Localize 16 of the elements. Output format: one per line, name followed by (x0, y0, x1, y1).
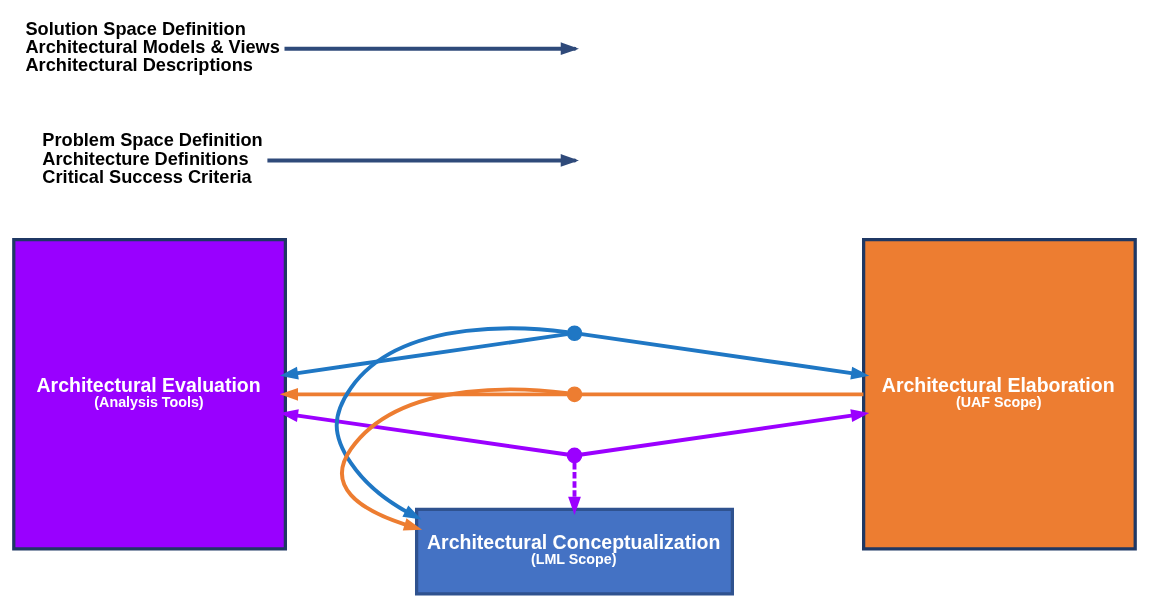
arrow (568, 462, 581, 515)
arrow (581, 408, 870, 456)
arrow (279, 331, 568, 379)
arrow (334, 326, 568, 520)
node-box: Architectural Conceptualization (LML Scope) (415, 507, 734, 595)
node-circle (566, 324, 583, 341)
arrow (340, 387, 568, 530)
node-text: Solution Space Definition Architectural Models & Views Architectural Descriptions (25, 18, 280, 75)
node-box: Architectural Elaboration (UAF Scope) (862, 237, 1137, 551)
connector (581, 391, 864, 396)
node-circle (566, 386, 583, 402)
node-circle (566, 447, 583, 463)
node-text: Problem Space Definition Architecture Definitions Critical Success Criteria (42, 129, 263, 187)
arrow (581, 331, 870, 379)
arrow (279, 387, 568, 401)
node-box: Architectural Evaluation (Analysis Tools) (12, 237, 287, 551)
